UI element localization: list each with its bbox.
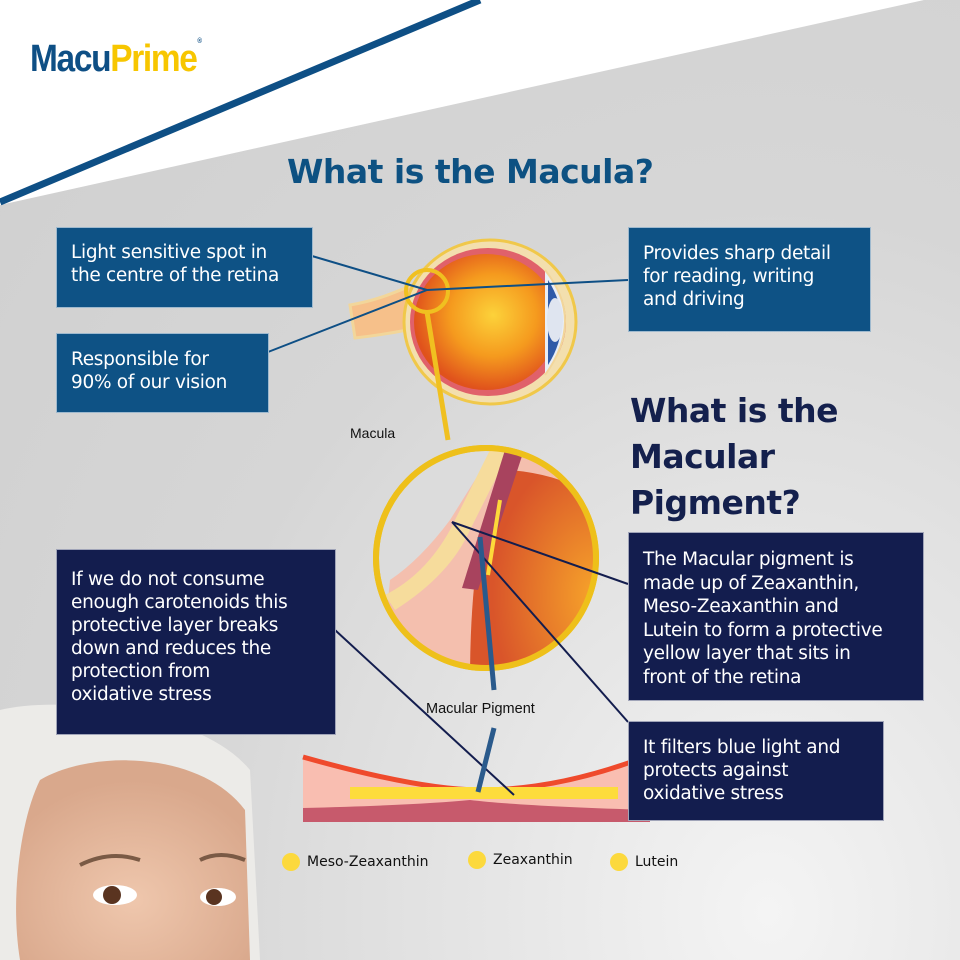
- legend-label: Lutein: [635, 854, 679, 870]
- callout-light-sensitive: Light sensitive spot in the centre of th…: [56, 227, 313, 308]
- callout-carotenoids: If we do not consume enough carotenoids …: [56, 549, 336, 735]
- macula-label: Macula: [350, 425, 396, 441]
- logo-part-macu: Macu: [30, 38, 112, 80]
- legend-label: Zeaxanthin: [493, 852, 573, 868]
- yellow-dot-icon: [282, 853, 300, 871]
- elderly-woman-photo: [0, 704, 260, 960]
- legend-item-zeaxanthin: Zeaxanthin: [468, 851, 573, 869]
- logo-part-prime: Prime: [110, 38, 198, 80]
- callout-sharp-detail: Provides sharp detail for reading, writi…: [628, 227, 871, 332]
- registered-mark: ®: [197, 38, 201, 45]
- yellow-dot-icon: [610, 853, 628, 871]
- macular-pigment-heading: What is the Macular Pigment?: [630, 391, 839, 522]
- macula-heading: What is the Macula?: [287, 152, 654, 191]
- legend-label: Meso-Zeaxanthin: [307, 854, 429, 870]
- callout-pigment-composition: The Macular pigment is made up of Zeaxan…: [628, 532, 924, 701]
- yellow-dot-icon: [468, 851, 486, 869]
- legend-item-meso-zeaxanthin: Meso-Zeaxanthin: [282, 853, 429, 871]
- legend-item-lutein: Lutein: [610, 853, 678, 871]
- macular-pigment-label: Macular Pigment: [426, 701, 535, 717]
- callout-filters-blue-light: It filters blue light and protects again…: [628, 721, 884, 821]
- callout-responsible: Responsible for 90% of our vision: [56, 333, 269, 413]
- macuprime-logo: MacuPrime®: [30, 38, 202, 81]
